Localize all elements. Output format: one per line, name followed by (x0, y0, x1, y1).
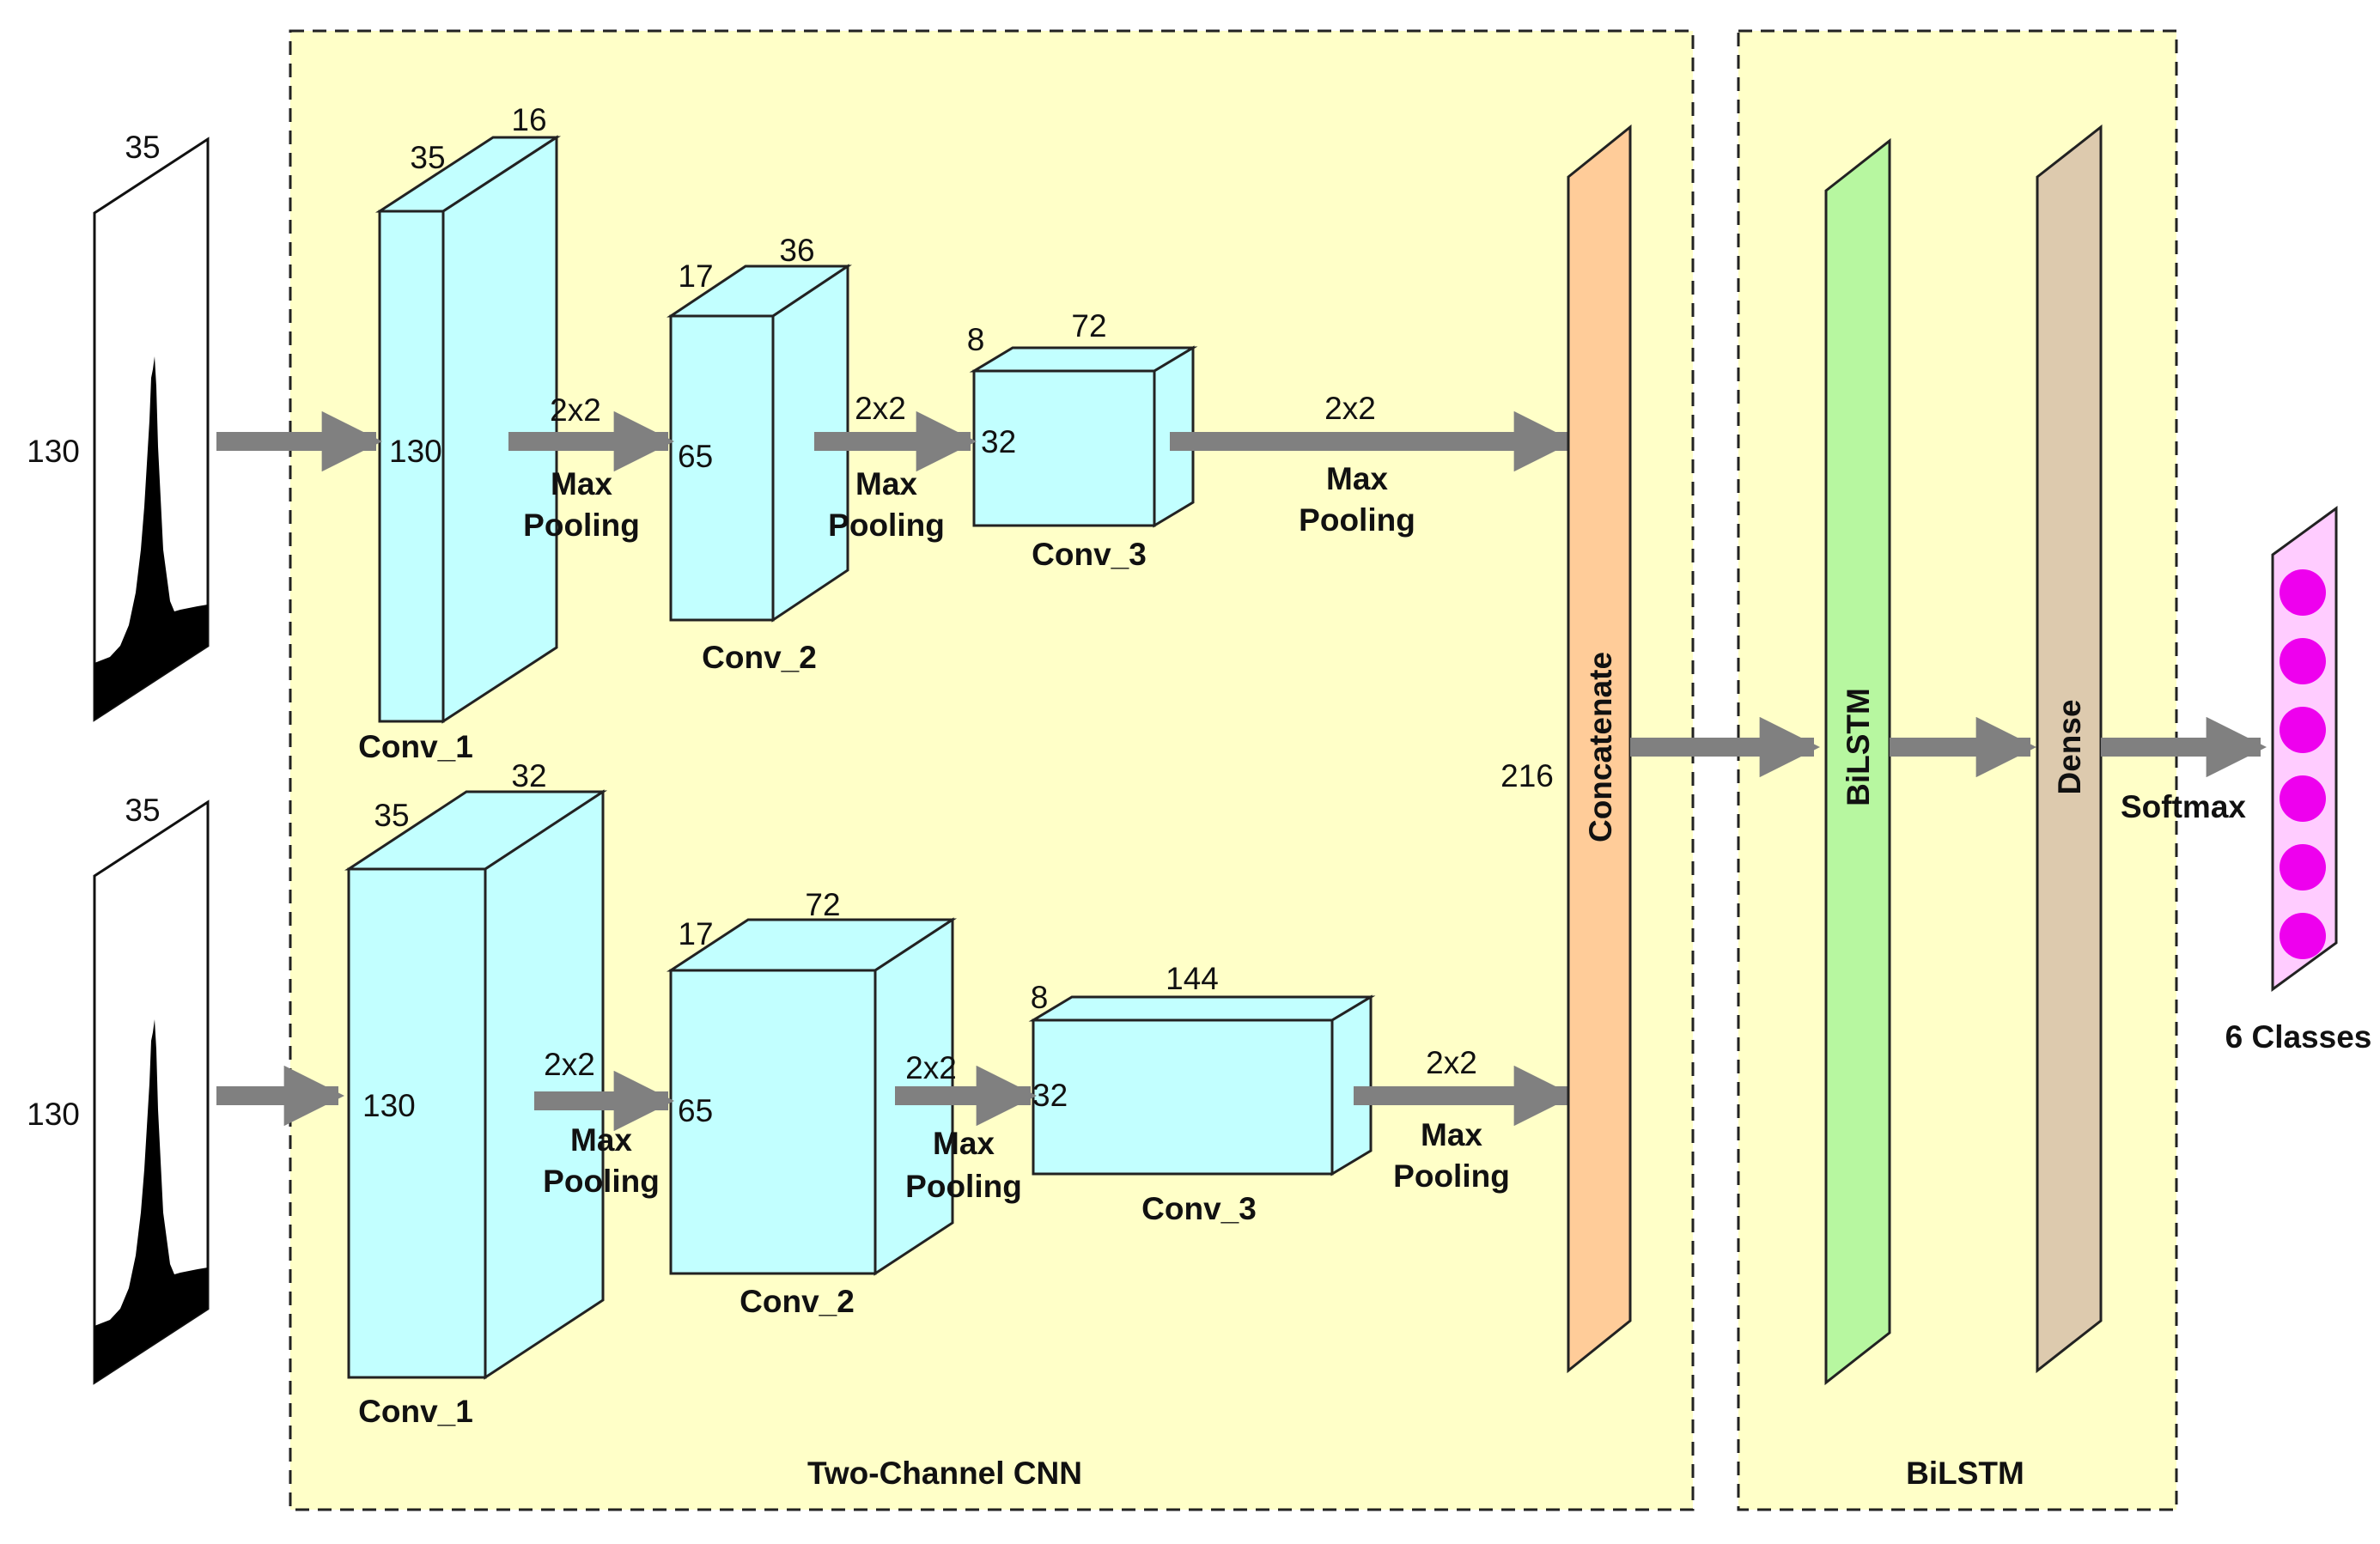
top-pool2-size: 2x2 (855, 391, 906, 426)
top-conv2-width: 17 (678, 258, 713, 294)
top-pool2-label-pooling: Pooling (828, 508, 945, 543)
output-class-dot (2280, 569, 2326, 616)
dense-layer (2036, 124, 2103, 1374)
bottom-conv1-width: 35 (374, 798, 409, 833)
concatenate-layer (1567, 124, 1632, 1374)
output-label: 6 Classes (2225, 1019, 2372, 1055)
top-conv3-depth: 72 (1071, 308, 1106, 343)
bottom-pool3-label-max: Max (1421, 1117, 1482, 1152)
bottom-conv2-width: 17 (678, 916, 713, 951)
concatenate-size: 216 (1500, 758, 1554, 793)
cnn-region-title: Two-Channel CNN (807, 1456, 1082, 1491)
softmax-label: Softmax (2121, 789, 2246, 824)
top-conv2-depth: 36 (779, 233, 814, 268)
top-pool1-label-pooling: Pooling (523, 508, 640, 543)
top-pool1-label-max: Max (551, 466, 612, 501)
output-class-dot (2280, 707, 2326, 753)
bottom-conv3-height: 32 (1032, 1078, 1068, 1113)
output-class-dot (2280, 775, 2326, 822)
bottom-conv1-block (344, 789, 608, 1380)
top-conv3-width: 8 (967, 322, 985, 357)
bottom-conv2-label: Conv_2 (740, 1284, 855, 1319)
concatenate-label: Concatenate (1583, 652, 1618, 842)
bilstm-label: BiLSTM (1841, 688, 1876, 806)
bilstm-layer (1824, 137, 1891, 1386)
input-spectrogram-bottom: 35 130 (27, 793, 210, 1385)
bottom-conv3-label: Conv_3 (1141, 1191, 1257, 1226)
bilstm-region (1737, 29, 2178, 1511)
bottom-pool3-size: 2x2 (1426, 1045, 1477, 1080)
bottom-pool3-label-pooling: Pooling (1393, 1158, 1510, 1194)
top-conv1-depth: 16 (511, 102, 546, 137)
output-class-dots (2280, 569, 2326, 959)
top-pool3-label-pooling: Pooling (1299, 502, 1415, 538)
top-conv2-height: 65 (678, 439, 713, 474)
top-pool1-size: 2x2 (550, 392, 601, 428)
bottom-conv2-block (666, 917, 958, 1276)
output-class-dot (2280, 913, 2326, 959)
input-top-height: 130 (27, 434, 80, 469)
bottom-pool1-size: 2x2 (544, 1047, 595, 1082)
top-conv1-width: 35 (410, 140, 445, 175)
input-bottom-height: 130 (27, 1097, 80, 1132)
input-bottom-width: 35 (125, 793, 160, 828)
bottom-pool2-label-max: Max (933, 1126, 995, 1161)
top-conv3-label: Conv_3 (1032, 537, 1147, 572)
input-histogram-top (94, 356, 208, 720)
top-pool3-label-max: Max (1326, 461, 1388, 496)
bottom-conv1-height: 130 (362, 1088, 416, 1123)
bottom-pool2-size: 2x2 (905, 1050, 957, 1085)
input-spectrogram-top: 35 130 (27, 130, 210, 722)
bottom-conv3-width: 8 (1031, 980, 1049, 1015)
top-conv1-label: Conv_1 (358, 729, 473, 764)
top-conv2-label: Conv_2 (702, 640, 817, 675)
top-pool3-size: 2x2 (1324, 391, 1376, 426)
input-histogram-bottom (94, 1019, 208, 1383)
bottom-conv3-depth: 144 (1166, 961, 1219, 996)
input-top-width: 35 (125, 130, 160, 165)
bottom-pool1-label-pooling: Pooling (543, 1164, 660, 1199)
bottom-conv2-depth: 72 (805, 887, 840, 922)
top-conv3-block (969, 345, 1198, 528)
bottom-conv2-height: 65 (678, 1093, 713, 1128)
bottom-pool1-label-max: Max (570, 1122, 632, 1158)
output-class-dot (2280, 638, 2326, 684)
dense-label: Dense (2052, 699, 2087, 794)
top-conv3-height: 32 (981, 424, 1016, 459)
bottom-conv3-block (1028, 994, 1376, 1176)
bilstm-region-title: BiLSTM (1906, 1456, 2024, 1491)
bottom-pool2-label-pooling: Pooling (905, 1169, 1022, 1204)
output-class-dot (2280, 844, 2326, 891)
top-pool2-label-max: Max (855, 466, 917, 501)
bottom-conv1-depth: 32 (511, 758, 546, 793)
top-conv1-height: 130 (389, 434, 442, 469)
bottom-conv1-label: Conv_1 (358, 1394, 473, 1429)
top-conv1-block (374, 135, 562, 724)
